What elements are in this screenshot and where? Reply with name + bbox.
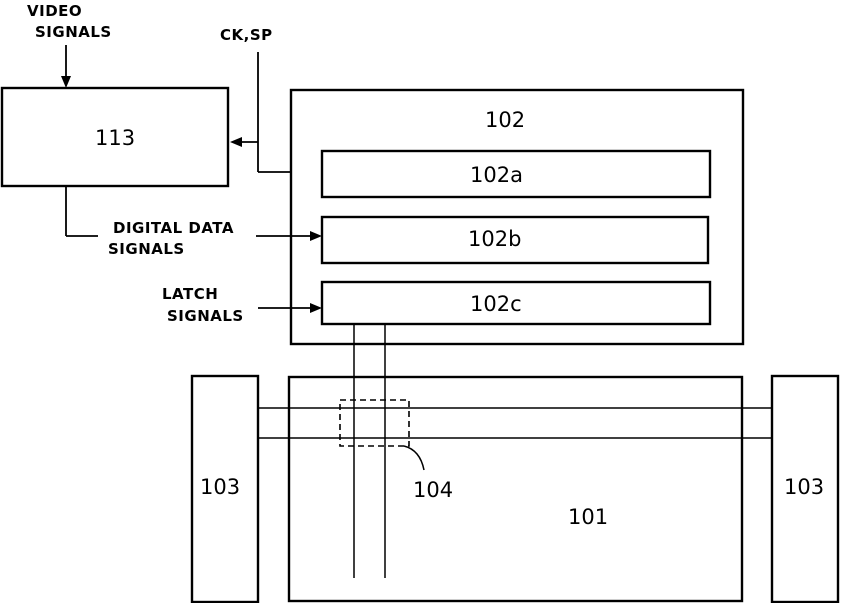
digital-data-label-line2: SIGNALS: [108, 240, 185, 258]
clock-arrowhead-113: [230, 137, 242, 147]
video-signals-arrowhead: [61, 76, 71, 88]
gate-driver-left-label: 103: [200, 475, 240, 499]
latch-signals-label-line1: LATCH: [162, 285, 218, 303]
driver-subblock-102c-label: 102c: [470, 292, 522, 316]
gate-driver-right-label: 103: [784, 475, 824, 499]
controller-block-label: 113: [95, 126, 135, 150]
digital-data-label-line1: DIGITAL DATA: [113, 219, 234, 237]
pixel-cell-label: 104: [413, 478, 453, 502]
pixel-panel-101: [289, 377, 742, 601]
latch-signals-label-line2: SIGNALS: [167, 307, 244, 325]
driver-subblock-102a-label: 102a: [470, 163, 523, 187]
video-signals-label-line2: SIGNALS: [35, 23, 112, 41]
pixel-panel-label: 101: [568, 505, 608, 529]
driver-subblock-102b-label: 102b: [468, 227, 521, 251]
clock-signals-label: CK,SP: [220, 26, 273, 44]
driver-block-label: 102: [485, 108, 525, 132]
video-signals-label-line1: VIDEO: [27, 2, 82, 20]
